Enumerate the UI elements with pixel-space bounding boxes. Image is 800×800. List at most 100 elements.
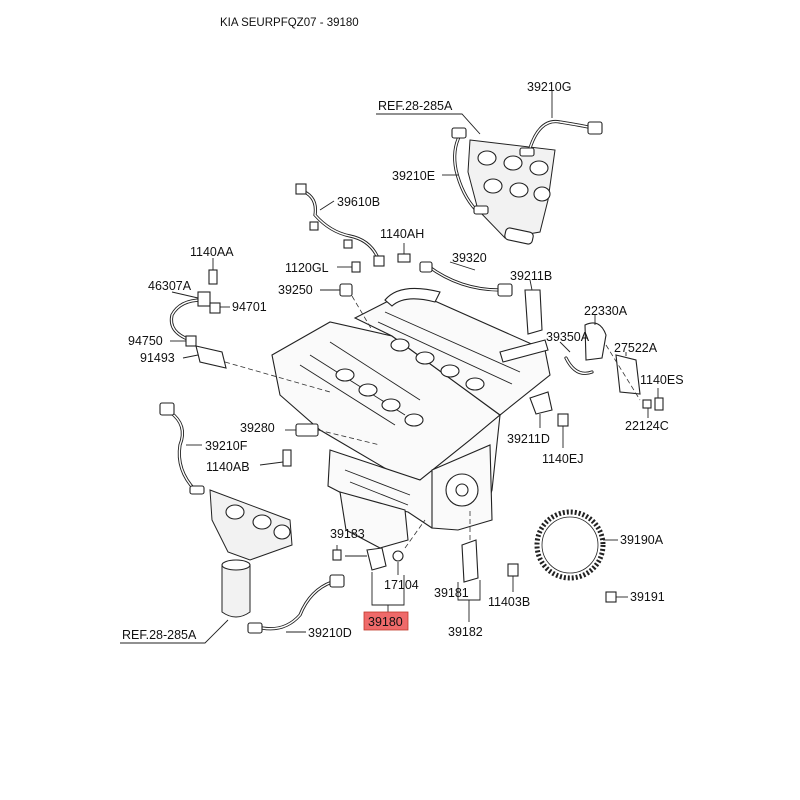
- callout-39320[interactable]: 39320: [452, 251, 487, 265]
- callout-1140EJ[interactable]: 1140EJ: [542, 452, 583, 466]
- tone-wheel-group: 39190A 39191: [534, 509, 665, 604]
- harness-39610B-plug-b: [373, 255, 385, 267]
- throttle-pipe: [499, 339, 549, 363]
- sensor-39250: [339, 283, 353, 297]
- nut-22124C: [642, 399, 652, 409]
- spark-plug-bores: [335, 338, 485, 427]
- dash-39280: [317, 429, 381, 446]
- callout-39280[interactable]: 39280: [240, 421, 275, 435]
- leader-46307A: [171, 291, 199, 299]
- harness-39610B-clip-b: [343, 239, 353, 249]
- callout-39250[interactable]: 39250: [278, 283, 313, 297]
- callout-39350A[interactable]: 39350A: [546, 330, 590, 344]
- sensor-39211D: [529, 391, 553, 415]
- callout-39183[interactable]: 39183: [330, 527, 365, 541]
- bolt-39191: [605, 591, 617, 603]
- sensor-39210E-body: [473, 205, 489, 215]
- leader-39320: [449, 261, 476, 271]
- callout-39210E[interactable]: 39210E: [392, 169, 435, 183]
- callout-1140AA[interactable]: 1140AA: [190, 245, 234, 259]
- clip-94750: [185, 335, 197, 347]
- tube-46307A: [169, 298, 204, 342]
- callout-11403B[interactable]: 11403B: [488, 595, 530, 609]
- upper-exhaust-group: REF.28-285A 39210G 39210E: [376, 80, 603, 245]
- sensor-39211D-group: 39211D 1140EJ: [507, 391, 583, 466]
- sensor-39210F-wire: [168, 410, 197, 492]
- dash-crank: [404, 519, 426, 549]
- callout-94750[interactable]: 94750: [128, 334, 163, 348]
- intake-pipe: [384, 287, 441, 307]
- sensor-39350A-wire: [564, 356, 594, 375]
- sensor-39181-group: 39182 39181 11403B: [434, 510, 530, 639]
- crank-pulley-hub: [455, 483, 469, 497]
- callout-39180[interactable]: 39180: [368, 615, 403, 629]
- upper-manifold-outlet: [504, 227, 534, 245]
- crank-position-sensor: [366, 547, 387, 571]
- callout-39210D[interactable]: 39210D: [308, 626, 352, 640]
- bracket-91493: [195, 345, 227, 369]
- dash-91493: [224, 361, 331, 393]
- callout-1140ES[interactable]: 1140ES: [640, 373, 684, 387]
- harness-39610B-clip-a: [309, 221, 319, 231]
- sensor-39211B: [524, 289, 543, 335]
- oil-pan: [339, 491, 409, 549]
- dash-39250: [351, 295, 373, 331]
- sensor-bracket-39181: [461, 539, 479, 583]
- callout-39181[interactable]: 39181: [434, 586, 469, 600]
- bolt-1140ES: [654, 397, 664, 411]
- callout-39190A[interactable]: 39190A: [620, 533, 664, 547]
- leader-39610B: [319, 200, 335, 211]
- callout-39211B[interactable]: 39211B: [510, 269, 552, 283]
- sensor-39210G-plug: [587, 121, 603, 135]
- callout-1140AB[interactable]: 1140AB: [206, 460, 250, 474]
- callout-39210G[interactable]: 39210G: [527, 80, 571, 94]
- callout-39191[interactable]: 39191: [630, 590, 665, 604]
- highlight-39180[interactable]: [363, 611, 409, 631]
- callout-39210F[interactable]: 39210F: [205, 439, 248, 453]
- sensor-39280: [295, 423, 319, 437]
- callout-46307A[interactable]: 46307A: [148, 279, 192, 293]
- bolt-39183: [332, 549, 342, 561]
- tone-wheel-39190A: [534, 509, 606, 581]
- callout-1140AH[interactable]: 1140AH: [380, 227, 424, 241]
- valve-22330A: [584, 322, 607, 361]
- sensor-39210F-body: [189, 485, 205, 495]
- harness-39610B-group: 39610B: [295, 183, 385, 267]
- bolt-11403B: [507, 563, 519, 577]
- sensor-39210F-plug: [159, 402, 175, 416]
- callout-22124C[interactable]: 22124C: [625, 419, 669, 433]
- crank-sensor-group: 39183 17104 39180: [330, 519, 426, 631]
- right-sensor-group: 39211B 22330A 39350A 27522A 1140ES 22124…: [510, 269, 684, 433]
- callout-1120GL[interactable]: 1120GL: [285, 261, 329, 275]
- sensor-39280-group: 39280 1140AB: [206, 421, 381, 474]
- block-ribs: [344, 469, 411, 506]
- sensor-39210D-body: [247, 622, 263, 634]
- sensor-39320-plug: [497, 283, 513, 297]
- bolt-1120GL: [351, 261, 361, 273]
- ref-lower-leader: [120, 619, 229, 644]
- left-harness-group: 1140AA 46307A 94701 94750 91493: [128, 245, 331, 393]
- intake-runners: [377, 311, 521, 385]
- sensor-39210D-plug: [329, 574, 345, 588]
- callout-17104[interactable]: 17104: [384, 578, 419, 592]
- ref-upper-label[interactable]: REF.28-285A: [378, 99, 453, 113]
- bolt-1140AH: [397, 253, 411, 263]
- callout-39182[interactable]: 39182: [448, 625, 483, 639]
- bolt-1140EJ: [557, 413, 569, 427]
- callout-39211D[interactable]: 39211D: [507, 432, 550, 446]
- sensor-39320-body: [419, 261, 433, 273]
- sensor-39210D-wire: [260, 580, 334, 631]
- sensor-39250-group: 1120GL 39250: [278, 261, 373, 331]
- callout-91493[interactable]: 91493: [140, 351, 175, 365]
- harness-39610B-plug-a: [295, 183, 307, 195]
- ref-lower-label[interactable]: REF.28-285A: [122, 628, 197, 642]
- sensor-39210E-plug: [451, 127, 467, 139]
- callout-27522A[interactable]: 27522A: [614, 341, 658, 355]
- fitting-46307A: [197, 291, 211, 307]
- callout-94701[interactable]: 94701: [232, 300, 267, 314]
- lower-exhaust-group: 39210F 39210D REF.28-285A: [120, 402, 352, 644]
- sensor-39210G-body: [519, 147, 535, 157]
- callout-22330A[interactable]: 22330A: [584, 304, 628, 318]
- callout-39610B[interactable]: 39610B: [337, 195, 380, 209]
